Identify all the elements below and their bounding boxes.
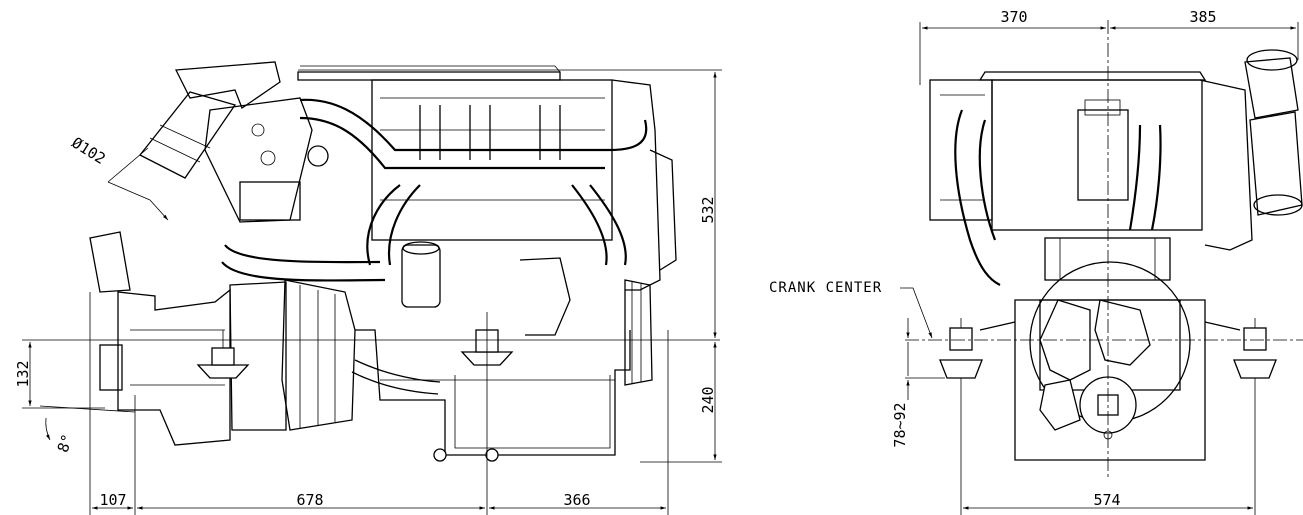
dim-height-top: 532 <box>699 196 717 223</box>
dim-mount-height: 78~92 <box>891 402 909 447</box>
front-engine-mount-left <box>939 318 983 379</box>
dim-offset-left: 132 <box>14 360 32 387</box>
dim-diameter: Ø102 <box>69 134 109 168</box>
side-view: 532 240 132 8° Ø102 107 678 366 <box>14 61 722 515</box>
dim-length-c: 366 <box>563 491 590 509</box>
dim-width-right: 385 <box>1189 8 1216 26</box>
dim-mount-width: 574 <box>1093 491 1120 509</box>
front-view: 370 385 CRANK CENTER 78~92 574 <box>769 8 1303 515</box>
front-engine-mount-right <box>1233 318 1277 379</box>
dim-width-left: 370 <box>1000 8 1027 26</box>
crank-center-label: CRANK CENTER <box>769 280 882 296</box>
dim-tilt-angle: 8° <box>54 432 77 455</box>
front-engine-body <box>929 49 1303 461</box>
side-engine-mount-rear <box>196 330 250 379</box>
dim-height-bottom: 240 <box>699 386 717 413</box>
side-engine-body <box>89 61 677 462</box>
dim-length-a: 107 <box>99 491 126 509</box>
dim-length-b: 678 <box>296 491 323 509</box>
